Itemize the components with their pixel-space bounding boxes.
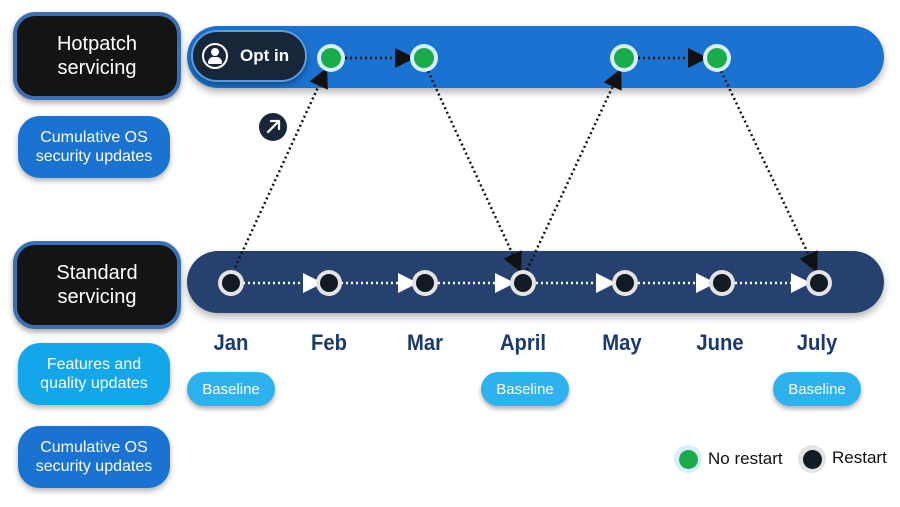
standard-servicing-label: Standard servicing: [13, 241, 181, 329]
month-label-jul: July: [796, 330, 838, 355]
cross-track-arrows: [231, 67, 818, 273]
baseline-tag-apr: Baseline: [481, 372, 569, 406]
month-label-mar: Mar: [407, 330, 443, 355]
baseline-tag-jul: Baseline: [773, 372, 861, 406]
restart-legend-icon: [798, 445, 826, 473]
opt-in-button[interactable]: Opt in: [191, 30, 307, 82]
features-quality-updates-label: Features and quality updates: [18, 343, 170, 405]
legend-no-restart-label: No restart: [708, 449, 783, 468]
person-icon: [202, 43, 228, 69]
month-label-apr: April: [499, 330, 547, 355]
no-restart-node-feb: [317, 44, 345, 72]
cross-arrow-apr-may: [525, 68, 622, 271]
cross-arrow-mar-apr: [426, 70, 522, 273]
no-restart-node-may: [610, 44, 638, 72]
no-restart-node-jun: [703, 44, 731, 72]
no-restart-legend-icon: [674, 445, 702, 473]
hotpatch-cumulative-updates-label: Cumulative OS security updates: [18, 116, 170, 178]
no-restart-node-mar: [410, 44, 438, 72]
standard-nodes: [218, 270, 832, 296]
standard-cumulative-updates-label: Cumulative OS security updates: [18, 426, 170, 488]
restart-node-apr: [510, 270, 536, 296]
month-label-jun: June: [696, 330, 744, 355]
hotpatch-servicing-label: Hotpatch servicing: [13, 12, 181, 100]
restart-node-may: [612, 270, 638, 296]
baseline-tag-jan: Baseline: [187, 372, 275, 406]
cross-arrow-jan-feb: [231, 67, 328, 273]
restart-node-jun: [709, 270, 735, 296]
restart-node-mar: [412, 270, 438, 296]
legend-restart-label: Restart: [832, 448, 887, 467]
legend: No restart Restart: [674, 440, 894, 480]
opt-in-label: Opt in: [240, 46, 290, 65]
restart-node-jul: [806, 270, 832, 296]
month-label-jan: Jan: [213, 330, 249, 355]
arrow-up-right-icon: [259, 113, 287, 141]
month-label-feb: Feb: [311, 330, 347, 355]
hotpatch-nodes: [317, 44, 731, 72]
restart-node-jan: [218, 270, 244, 296]
cross-arrow-jun-jul: [719, 70, 818, 273]
month-label-may: May: [602, 330, 642, 355]
restart-node-feb: [316, 270, 342, 296]
